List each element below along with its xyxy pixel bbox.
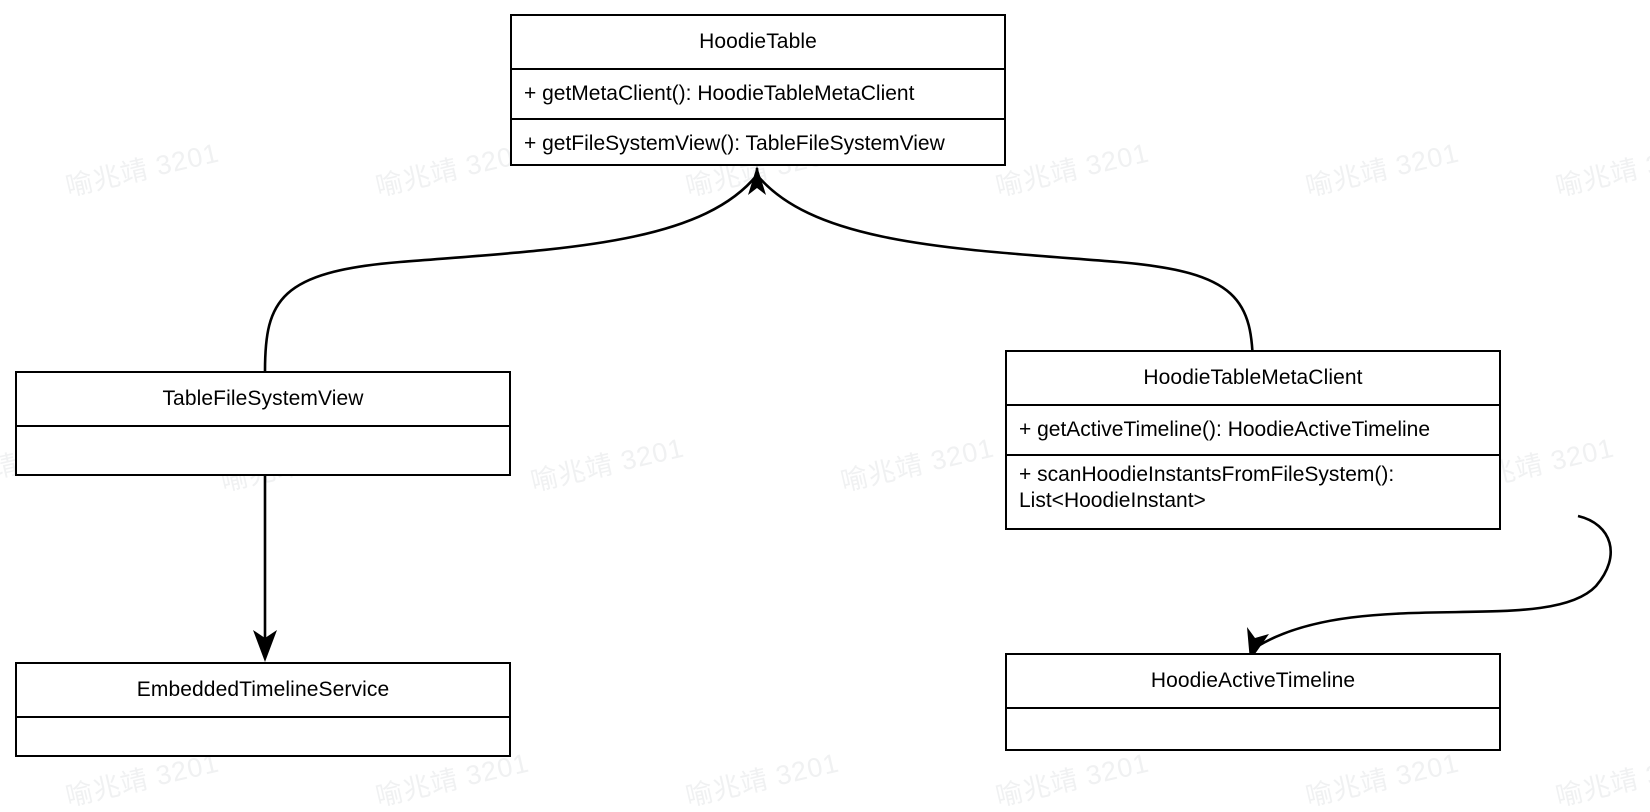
watermark-text: 喻兆靖 3201 bbox=[837, 432, 998, 498]
class-member-line-1: + scanHoodieInstantsFromFileSystem(): bbox=[1019, 463, 1395, 487]
watermark-text: 喻兆靖 3201 bbox=[992, 137, 1153, 203]
class-box-hoodie-table-meta-client[interactable]: HoodieTableMetaClient + getActiveTimelin… bbox=[1005, 350, 1501, 530]
watermark-text: 喻兆靖 3201 bbox=[372, 137, 533, 203]
watermark-text: 喻兆靖 3201 bbox=[62, 137, 223, 203]
class-box-hoodie-table[interactable]: HoodieTable + getMetaClient(): HoodieTab… bbox=[510, 14, 1006, 166]
watermark-text: 喻兆靖 3201 bbox=[992, 747, 1153, 812]
class-title-table-file-system-view: TableFileSystemView bbox=[162, 387, 364, 410]
class-members-empty-table-file-system-view bbox=[17, 425, 509, 474]
edge-hoodietablemetaclient-to-hoodietable bbox=[755, 174, 1255, 372]
watermark-text: 喻兆靖 3201 bbox=[1302, 747, 1463, 812]
class-title-embedded-timeline-service: EmbeddedTimelineService bbox=[136, 678, 390, 701]
arrowhead-into-hoodietable bbox=[748, 166, 766, 195]
class-member-get-file-system-view: + getFileSystemView(): TableFileSystemVi… bbox=[512, 118, 1004, 168]
edge-hoodietablemetaclient-to-hoodieactivetimeline bbox=[1257, 514, 1612, 648]
class-box-hoodie-active-timeline[interactable]: HoodieActiveTimeline bbox=[1005, 653, 1501, 751]
watermark-text: 喻兆靖 3201 bbox=[1552, 747, 1650, 812]
class-title-hoodie-table: HoodieTable bbox=[699, 30, 817, 53]
watermark-text: 喻兆靖 3201 bbox=[1302, 137, 1463, 203]
class-members-empty-embedded-timeline-service bbox=[17, 716, 509, 755]
class-members-empty-hoodie-active-timeline bbox=[1007, 707, 1499, 749]
class-member-get-active-timeline: + getActiveTimeline(): HoodieActiveTimel… bbox=[1007, 404, 1499, 454]
class-member-scan-hoodie-instants-from-file-system: + scanHoodieInstantsFromFileSystem(): Li… bbox=[1007, 454, 1499, 520]
class-member-line-2: List<HoodieInstant> bbox=[1019, 489, 1206, 512]
class-member-get-meta-client: + getMetaClient(): HoodieTableMetaClient bbox=[512, 68, 1004, 118]
arrowhead-into-embeddedtimelineservice bbox=[253, 630, 277, 662]
watermark-text: 喻兆靖 3201 bbox=[1552, 137, 1650, 203]
class-box-embedded-timeline-service[interactable]: EmbeddedTimelineService bbox=[15, 662, 511, 757]
edge-tablefilesystemview-to-hoodietable bbox=[263, 174, 759, 372]
watermark-text: 喻兆靖 3201 bbox=[682, 747, 843, 812]
class-box-table-file-system-view[interactable]: TableFileSystemView bbox=[15, 371, 511, 476]
class-title-hoodie-active-timeline: HoodieActiveTimeline bbox=[1150, 669, 1356, 692]
class-title-hoodie-table-meta-client: HoodieTableMetaClient bbox=[1143, 366, 1363, 389]
watermark-text: 喻兆靖 3201 bbox=[527, 432, 688, 498]
